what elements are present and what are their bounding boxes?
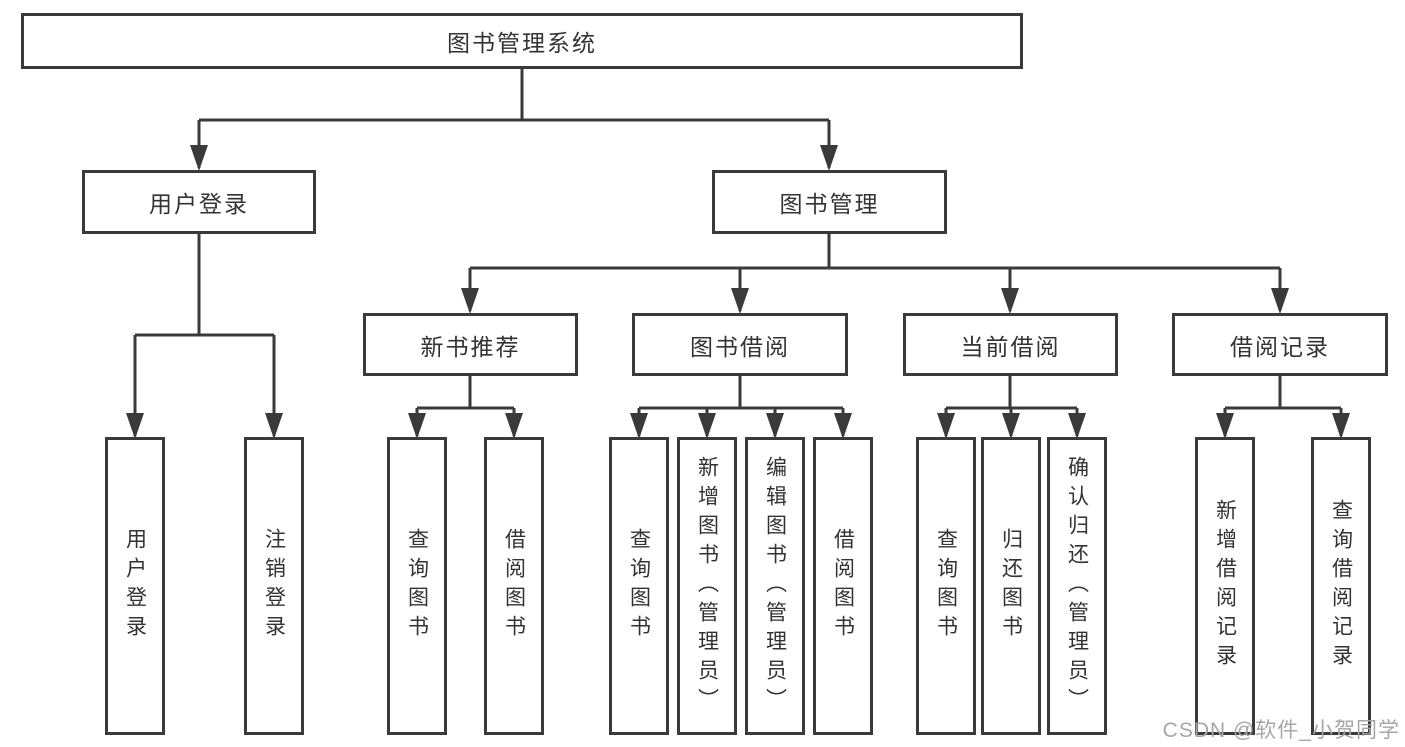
- node-label: 确认归还（管理员）: [1065, 455, 1089, 717]
- leaf-borrow-book: 借阅图书: [813, 437, 873, 735]
- node-label: 图书借阅: [690, 333, 790, 360]
- leaf-newbook-borrow: 借阅图书: [484, 437, 544, 735]
- node-label: 用户登录: [123, 528, 147, 644]
- node-label: 归还图书: [999, 528, 1023, 644]
- leaf-borrow-query: 查询图书: [609, 437, 669, 735]
- node-label: 新书推荐: [420, 333, 521, 360]
- leaf-user-login: 用户登录: [105, 437, 165, 735]
- node-label: 查询图书: [627, 528, 651, 644]
- leaf-borrow-edit-admin: 编辑图书（管理员）: [745, 437, 805, 735]
- node-user-login: 用户登录: [82, 170, 316, 234]
- leaf-current-return: 归还图书: [981, 437, 1041, 735]
- node-label: 借阅图书: [502, 528, 526, 644]
- node-label: 注销登录: [262, 528, 286, 644]
- node-label: 借阅记录: [1230, 333, 1330, 360]
- node-label: 编辑图书（管理员）: [763, 455, 787, 717]
- node-label: 新增借阅记录: [1213, 499, 1237, 673]
- leaf-current-query: 查询图书: [916, 437, 976, 735]
- node-borrow-records: 借阅记录: [1172, 313, 1388, 376]
- csdn-watermark: CSDN @软件_小贺同学: [1162, 719, 1400, 742]
- node-label: 用户登录: [149, 191, 249, 217]
- node-root-system: 图书管理系统: [21, 13, 1023, 69]
- node-label: 新增图书（管理员）: [695, 455, 719, 717]
- leaf-borrow-add-admin: 新增图书（管理员）: [677, 437, 737, 735]
- node-current-borrow: 当前借阅: [903, 313, 1118, 376]
- node-book-borrow: 图书借阅: [632, 313, 848, 376]
- leaf-logout: 注销登录: [244, 437, 304, 735]
- leaf-newbook-query: 查询图书: [387, 437, 447, 735]
- leaf-record-query: 查询借阅记录: [1311, 437, 1371, 735]
- leaf-record-add: 新增借阅记录: [1195, 437, 1255, 735]
- node-label: 图书管理: [779, 191, 880, 217]
- node-label: 查询图书: [934, 528, 958, 644]
- node-label: 图书管理系统: [447, 30, 597, 56]
- node-label: 查询图书: [405, 528, 429, 644]
- connector-group: [126, 69, 1350, 439]
- leaf-current-confirm-admin: 确认归还（管理员）: [1047, 437, 1107, 735]
- node-label: 当前借阅: [960, 333, 1061, 360]
- node-book-management: 图书管理: [712, 170, 947, 234]
- node-new-book-recommend: 新书推荐: [363, 313, 578, 376]
- node-label: 借阅图书: [831, 528, 855, 644]
- node-label: 查询借阅记录: [1329, 499, 1353, 673]
